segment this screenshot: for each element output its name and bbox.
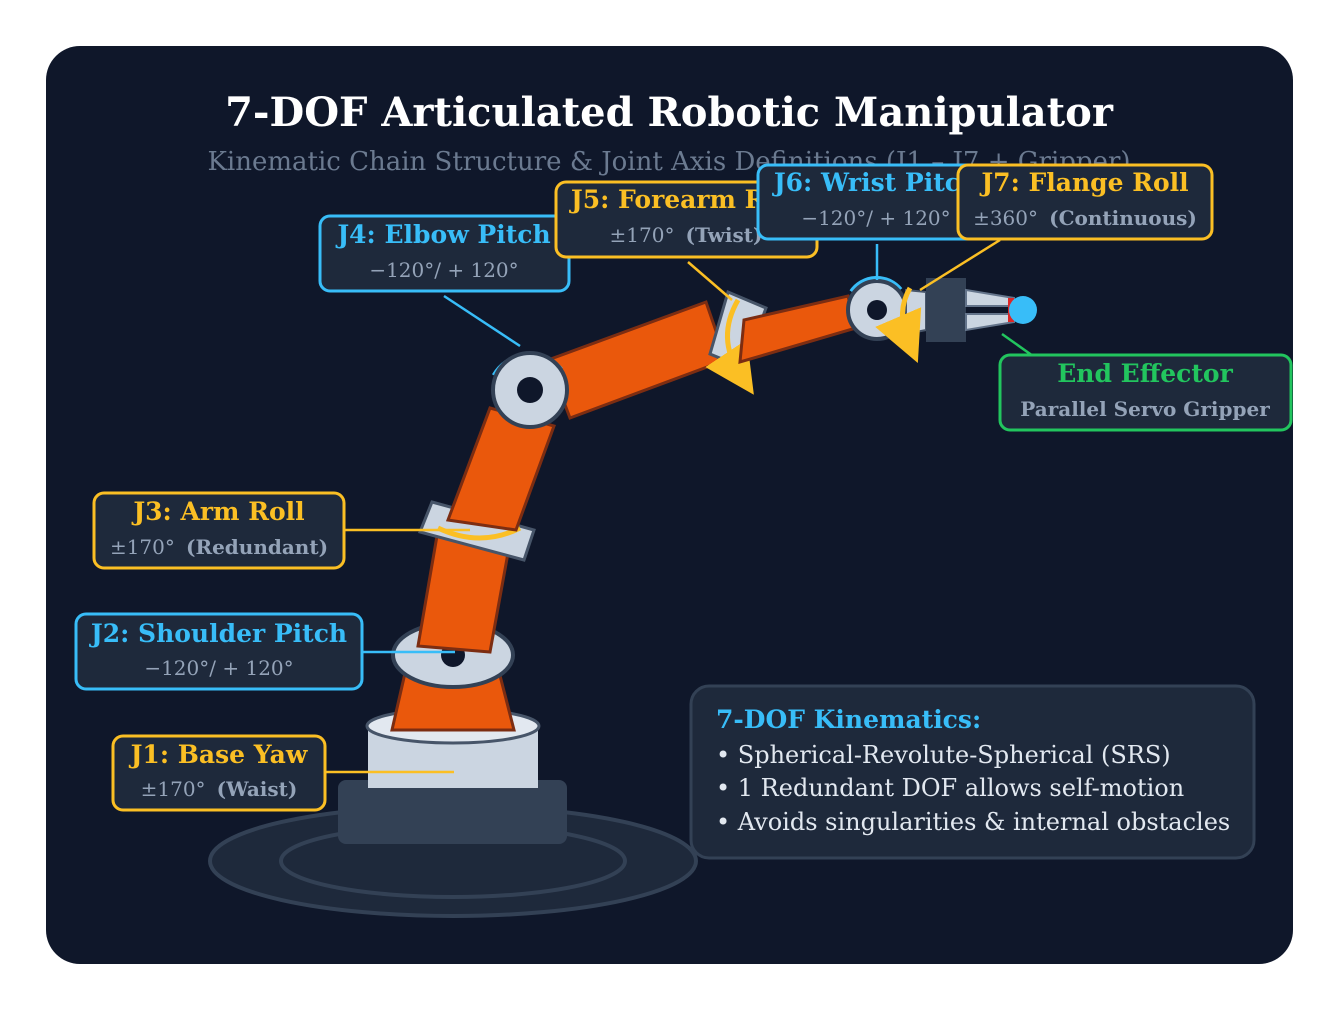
label-j1: J1: Base Yaw ±170° (Waist) (111, 734, 327, 812)
label-j6: J6: Wrist Pitch −120°/ + 120° (756, 163, 996, 241)
label-end-effector: End Effector Parallel Servo Gripper (998, 353, 1293, 432)
label-j1-range: ±170° (141, 777, 206, 801)
gripper (926, 278, 1037, 342)
label-j5-range: ±170° (610, 223, 675, 247)
label-j7: J7: Flange Roll ±360° (Continuous) (956, 163, 1214, 241)
info-line-2: • 1 Redundant DOF allows self-motion (716, 774, 1184, 802)
joint-j6 (846, 275, 908, 341)
svg-text:±170° (Redundant): ±170° (Redundant) (110, 535, 328, 559)
svg-text:±170° (Twist): ±170° (Twist) (610, 223, 763, 247)
label-j3-title: J3: Arm Roll (131, 497, 304, 526)
label-j6-range: −120°/ + 120° (801, 206, 950, 230)
label-j3-range: ±170° (110, 535, 175, 559)
info-panel: 7-DOF Kinematics: • Spherical-Revolute-S… (689, 684, 1256, 860)
label-j7-range: ±360° (973, 206, 1038, 230)
label-j1-title: J1: Base Yaw (129, 740, 309, 769)
svg-text:±170° (Waist): ±170° (Waist) (141, 777, 298, 801)
label-j6-title: J6: Wrist Pitch (772, 168, 978, 197)
label-j1-note: (Waist) (217, 777, 298, 801)
svg-text:±360° (Continuous): ±360° (Continuous) (973, 206, 1197, 230)
label-j2-range: −120°/ + 120° (144, 656, 293, 680)
label-j3: J3: Arm Roll ±170° (Redundant) (92, 491, 346, 570)
label-j7-note: (Continuous) (1049, 206, 1197, 230)
label-j2-title: J2: Shoulder Pitch (89, 619, 347, 648)
label-j4-range: −120°/ + 120° (369, 258, 518, 282)
info-title: 7-DOF Kinematics: (716, 705, 981, 734)
joint-j4 (491, 351, 569, 429)
label-j3-note: (Redundant) (186, 535, 328, 559)
info-line-1: • Spherical-Revolute-Spherical (SRS) (716, 741, 1171, 769)
diagram-title: 7-DOF Articulated Robotic Manipulator (225, 89, 1114, 136)
label-j7-title: J7: Flange Roll (979, 168, 1188, 197)
label-j4: J4: Elbow Pitch −120°/ + 120° (318, 214, 571, 293)
info-line-3: • Avoids singularities & internal obstac… (716, 808, 1230, 836)
label-j5-note: (Twist) (686, 223, 763, 247)
label-end-effector-title: End Effector (1057, 359, 1233, 388)
label-j4-title: J4: Elbow Pitch (335, 220, 550, 249)
label-end-effector-sub: Parallel Servo Gripper (1020, 397, 1270, 421)
label-j2: J2: Shoulder Pitch −120°/ + 120° (74, 612, 364, 691)
